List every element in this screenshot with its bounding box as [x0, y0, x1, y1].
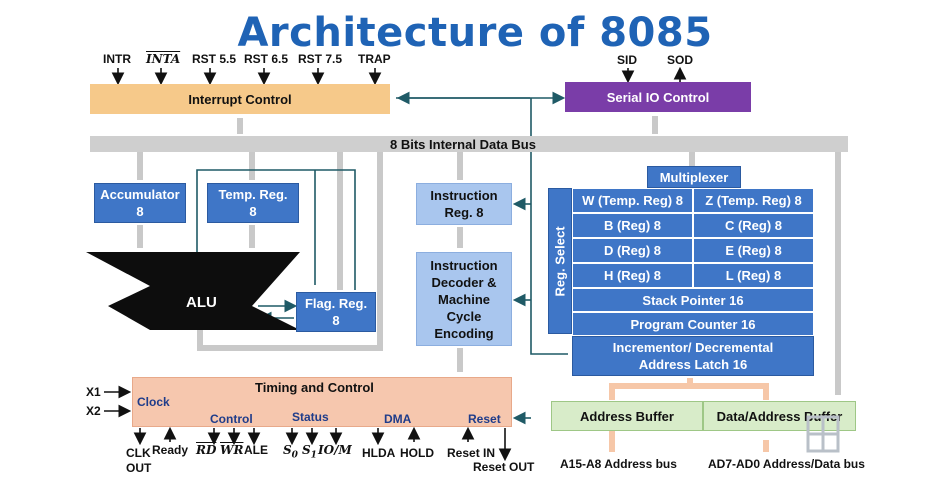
clock-label: Clock: [137, 395, 170, 409]
clk-out-line-2: OUT: [126, 461, 152, 475]
reg-w: W (Temp. Reg) 8: [572, 188, 693, 213]
instruction-reg-label: Instruction: [430, 188, 498, 203]
clk-out-label: CLK OUT: [126, 446, 151, 476]
interrupt-control-block: Interrupt Control: [90, 84, 390, 114]
data-address-buffer-block: Data/Address Buffer: [703, 401, 856, 431]
reg-select-block: Reg. Select: [548, 188, 572, 334]
reg-e: E (Reg) 8: [693, 238, 814, 263]
temp-reg-label: Temp. Reg.: [218, 187, 288, 202]
alu-label: ALU: [186, 294, 217, 311]
io-m-label: IO/M: [318, 443, 352, 457]
alu-shape: [86, 252, 300, 330]
serial-io-control-block: Serial IO Control: [565, 82, 751, 112]
reset-out-label: Reset OUT: [473, 460, 535, 474]
inta-label: INTA: [146, 52, 181, 66]
decoder-line-3: Machine: [437, 291, 490, 307]
ready-label: Ready: [152, 443, 189, 457]
intr-label: INTR: [103, 52, 131, 66]
instruction-decoder-block: Instruction Decoder & Machine Cycle Enco…: [416, 252, 512, 346]
serial-io-control-label: Serial IO Control: [606, 89, 710, 105]
multiplexer-label: Multiplexer: [659, 169, 729, 185]
reset-in-label: Reset IN: [447, 446, 496, 460]
accumulator-label: Accumulator: [100, 187, 180, 202]
rst65-label: RST 6.5: [244, 52, 289, 66]
x1-label: X1: [86, 385, 101, 399]
address-bus-label: A15-A8 Address bus: [560, 457, 677, 471]
ale-label: ALE: [244, 443, 268, 457]
dma-group-label: DMA: [384, 412, 412, 426]
incrementor-latch-block: Incrementor/ Decremental Address Latch 1…: [572, 336, 814, 376]
accumulator-size: 8: [136, 204, 144, 219]
hlda-label: HLDA: [362, 446, 396, 460]
diagram-title: Architecture of 8085: [237, 10, 713, 56]
reg-z: Z (Temp. Reg) 8: [693, 188, 814, 213]
reset-group-label: Reset: [468, 412, 501, 426]
address-buffer-block: Address Buffer: [551, 401, 703, 431]
status-group-label: Status: [292, 410, 329, 424]
reg-h: H (Reg) 8: [572, 263, 693, 288]
wr-label: WR: [220, 443, 244, 457]
s1-label: S1: [302, 443, 317, 460]
sod-label: SOD: [667, 53, 694, 67]
stack-pointer: Stack Pointer 16: [572, 288, 814, 312]
x2-label: X2: [86, 404, 101, 418]
rst75-label: RST 7.5: [298, 52, 343, 66]
s0-subscript: 0: [291, 450, 298, 461]
s0-label: S0: [283, 443, 298, 460]
rd-label: RD: [196, 443, 217, 457]
decoder-line-1: Instruction: [430, 257, 498, 273]
internal-data-bus: [90, 136, 848, 152]
reg-b: B (Reg) 8: [572, 213, 693, 238]
flag-reg-size: 8: [332, 313, 340, 328]
reg-c: C (Reg) 8: [693, 213, 814, 238]
temp-reg-size: 8: [249, 204, 257, 219]
s1-subscript: 1: [310, 450, 317, 461]
internal-data-bus-label: 8 Bits Internal Data Bus: [390, 137, 536, 152]
hold-label: HOLD: [400, 446, 434, 460]
instruction-reg-size: Reg. 8: [444, 205, 484, 220]
address-buffer-label: Address Buffer: [580, 408, 674, 424]
s0-letter: S: [283, 443, 292, 457]
clk-out-line-1: CLK: [126, 446, 151, 460]
temp-reg-block: Temp. Reg. 8: [207, 183, 299, 223]
timing-control-title: Timing and Control: [255, 380, 374, 395]
trap-label: TRAP: [358, 52, 391, 66]
s1-letter: S: [302, 443, 311, 457]
flag-reg-label: Flag. Reg.: [304, 296, 368, 311]
flag-reg-block: Flag. Reg. 8: [296, 292, 376, 332]
decoder-line-2: Decoder &: [431, 274, 497, 290]
timing-control-block: [132, 377, 512, 427]
decoder-line-5: Encoding: [434, 325, 494, 341]
accumulator-block: Accumulator 8: [94, 183, 186, 223]
decoder-line-4: Cycle: [446, 308, 482, 324]
reg-d: D (Reg) 8: [572, 238, 693, 263]
data-bus-out-label: AD7-AD0 Address/Data bus: [708, 457, 865, 471]
rst55-label: RST 5.5: [192, 52, 237, 66]
instruction-reg-block: Instruction Reg. 8: [416, 183, 512, 225]
data-address-buffer-label: Data/Address Buffer: [716, 408, 843, 424]
multiplexer-block: Multiplexer: [647, 166, 741, 188]
incrementor-line-2: Address Latch 16: [638, 357, 748, 372]
reg-select-label: Reg. Select: [552, 225, 568, 297]
control-group-label: Control: [210, 412, 253, 426]
sid-label: SID: [617, 53, 638, 67]
program-counter: Program Counter 16: [572, 312, 814, 336]
reg-l: L (Reg) 8: [693, 263, 814, 288]
incrementor-line-1: Incrementor/ Decremental: [612, 340, 774, 355]
interrupt-control-label: Interrupt Control: [188, 91, 292, 107]
